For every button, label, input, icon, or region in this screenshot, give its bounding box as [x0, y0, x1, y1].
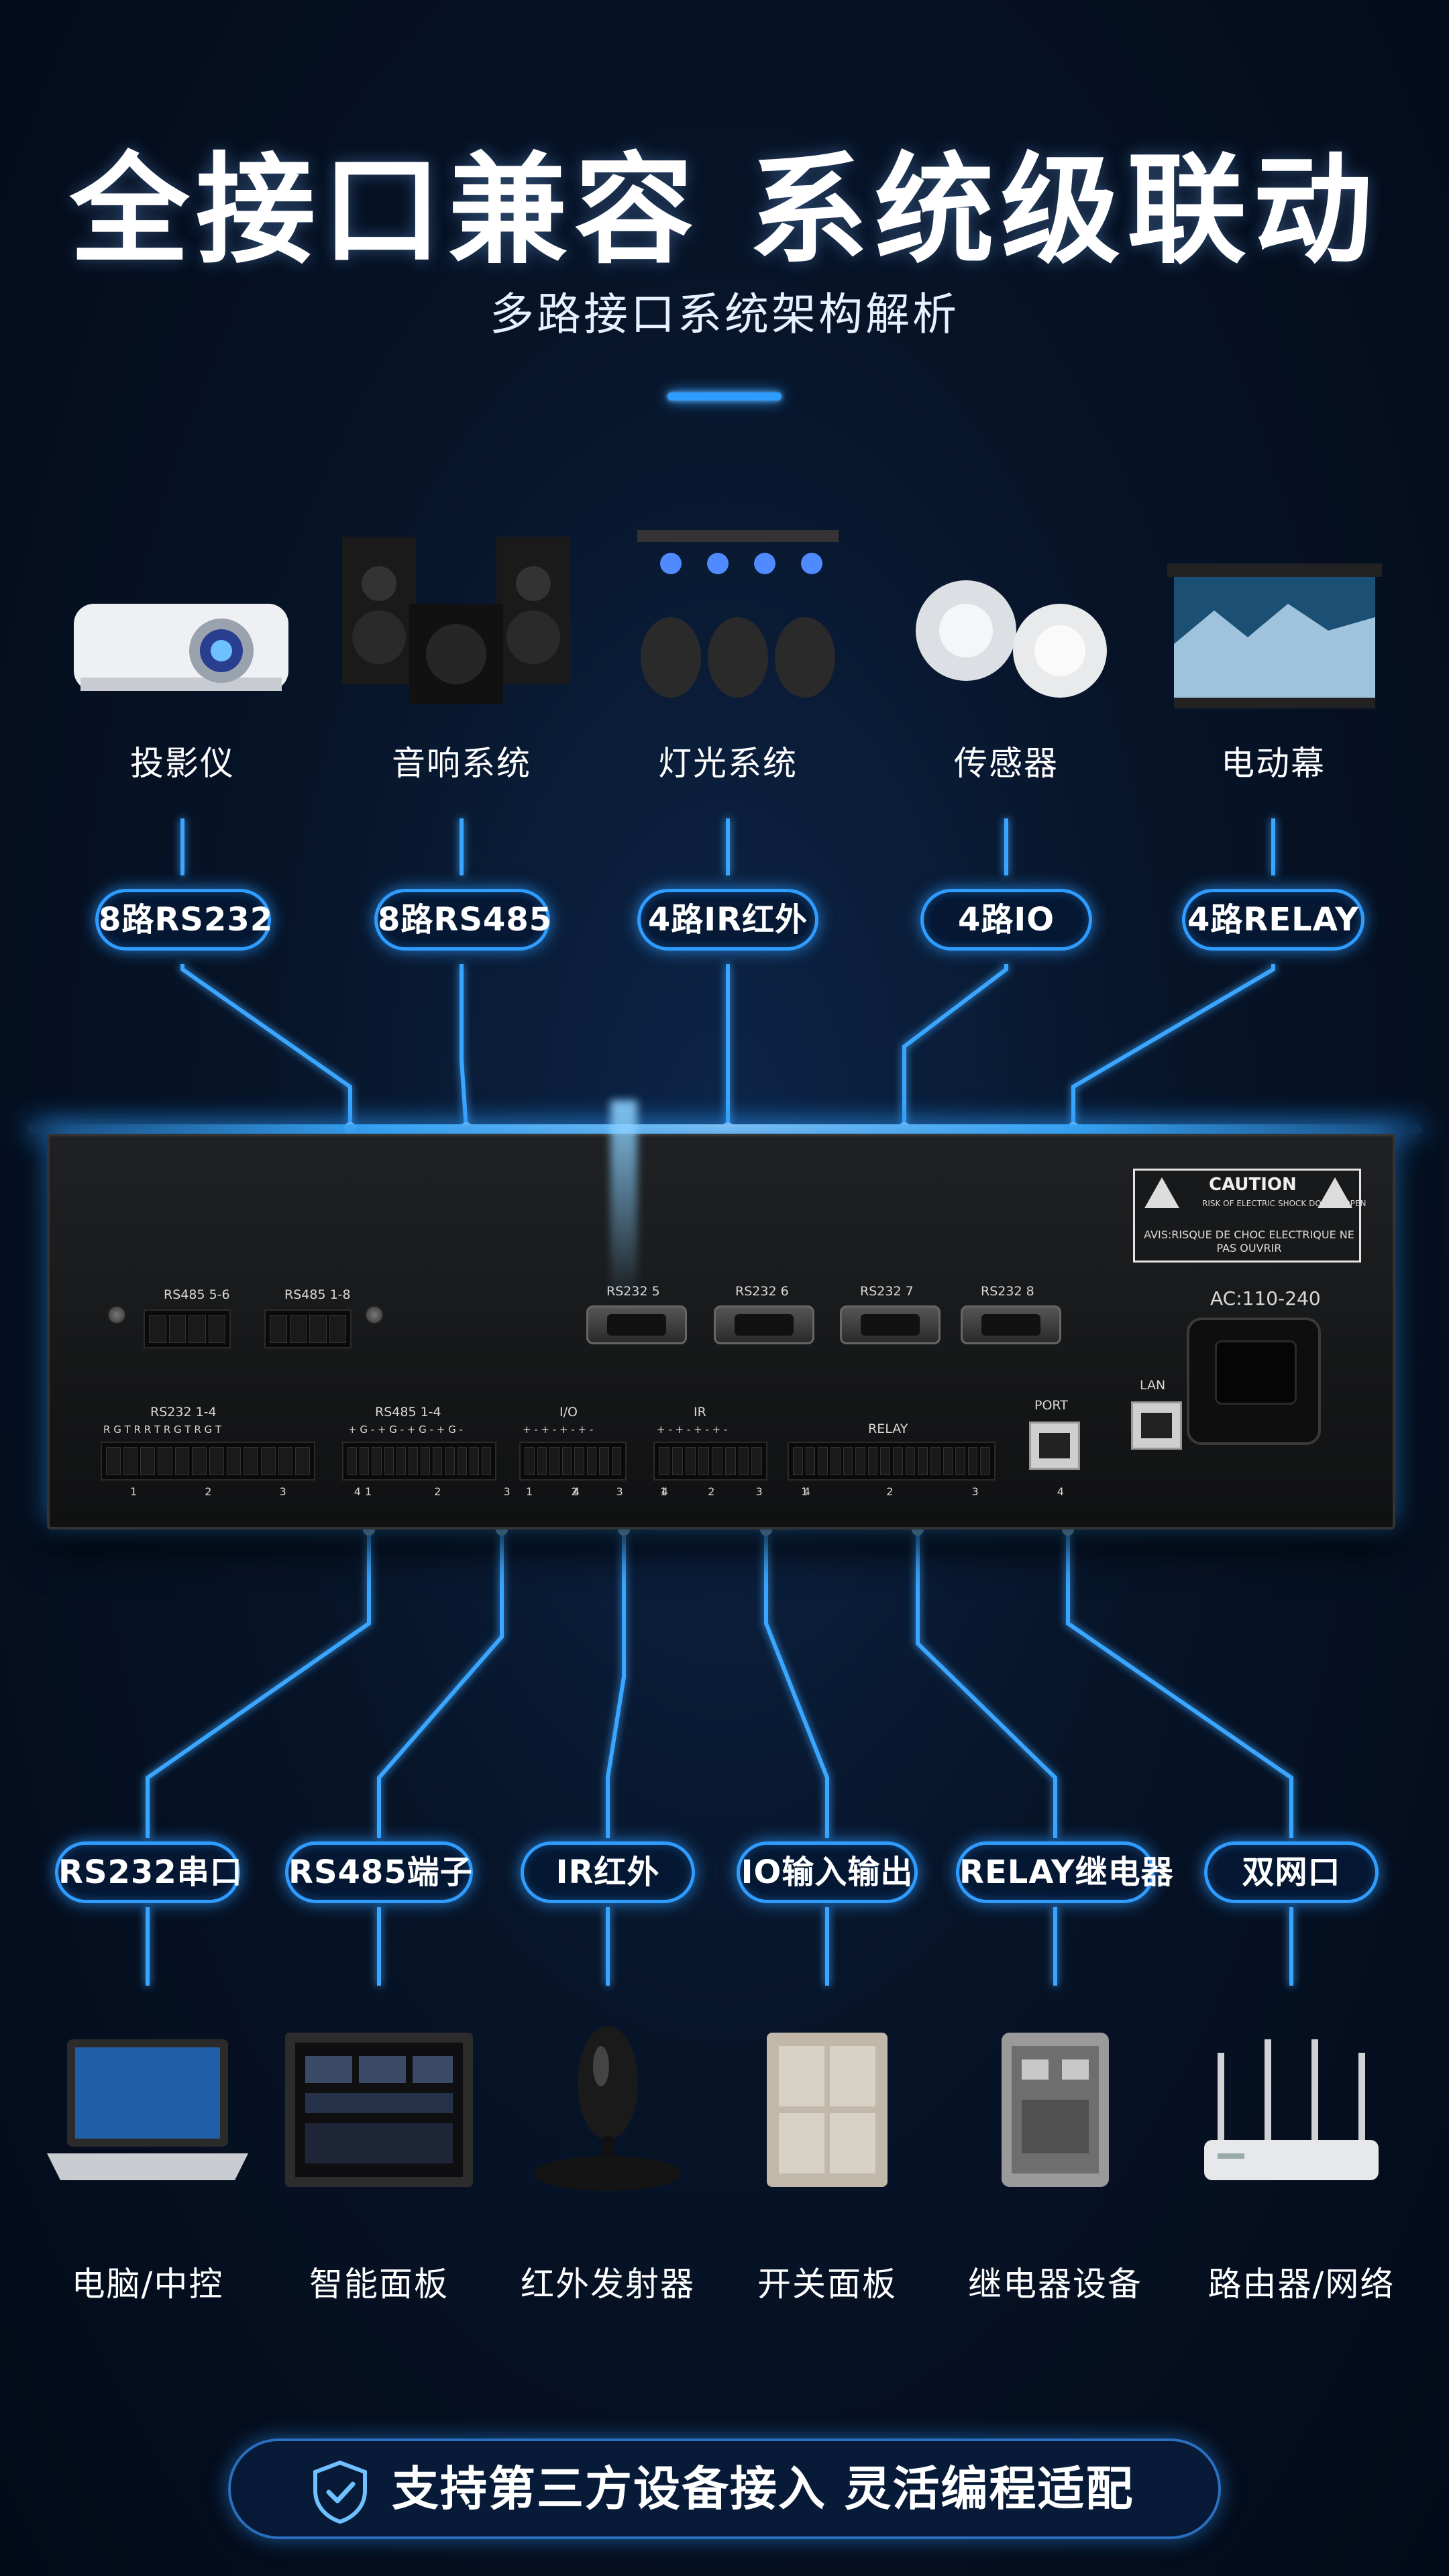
title-accent-line: [667, 392, 782, 400]
rs485-14-terminal: [342, 1442, 496, 1481]
ir-pin-labels: + - + - + - + -: [657, 1424, 728, 1436]
group-marks: 1 2 3 4: [801, 1485, 1102, 1498]
rs232-6-port: [714, 1305, 814, 1344]
speaker-icon: [342, 530, 570, 718]
port-label-io: I/O: [559, 1405, 578, 1419]
ir-emitter-icon: [494, 2019, 722, 2207]
port-label-rs232-8: RS232 8: [981, 1284, 1034, 1299]
ethernet-port-icon: [1131, 1401, 1182, 1450]
top-interface-pill: 4路IO: [920, 889, 1092, 951]
warning-triangle-icon: [1144, 1177, 1179, 1208]
ac-voltage-label: AC:110-240: [1210, 1287, 1321, 1309]
top-device-label: 投影仪: [130, 744, 235, 783]
top-interface-pill: 8路RS232: [95, 889, 272, 951]
bottom-device-label: 电脑/中控: [71, 2265, 224, 2304]
controller-rear-panel: RS485 5-6 RS485 1-8 RS232 5 RS232 6 RS23…: [47, 1134, 1395, 1529]
panel-top-glow: [27, 1124, 1422, 1134]
bottom-interface-pill: RS485端子: [285, 1841, 473, 1903]
top-interface-pill: 8路RS485: [374, 889, 551, 951]
top-device-label: 音响系统: [392, 744, 531, 783]
rs232-5-port: [586, 1305, 687, 1344]
banner-text: 支持第三方设备接入 灵活编程适配: [392, 2461, 1134, 2516]
switch-panel-icon: [713, 2019, 941, 2207]
panel-light-beam: [610, 1100, 637, 1301]
relay-module-icon: [941, 2019, 1169, 2207]
group-marks: 1 2 3 4: [526, 1485, 686, 1498]
bottom-device-label: 红外发射器: [521, 2265, 695, 2304]
smart-panel-icon: [265, 2019, 493, 2207]
bottom-device-label: 继电器设备: [968, 2265, 1142, 2304]
ethernet-port-icon: [1029, 1421, 1080, 1470]
panel-screw: [107, 1305, 126, 1324]
warning-triangle-icon: [1318, 1177, 1352, 1208]
io-terminal: [519, 1442, 627, 1481]
port-label-rs485-56: RS485 5-6: [164, 1287, 230, 1302]
page-title: 全接口兼容 系统级联动: [70, 141, 1379, 280]
port-label-port: PORT: [1034, 1398, 1068, 1413]
caution-title: CAUTION: [1209, 1175, 1297, 1195]
bottom-interface-pill: IR红外: [521, 1841, 695, 1903]
port-label-rs232-14: RS232 1-4: [150, 1405, 217, 1419]
bottom-device-label: 智能面板: [309, 2265, 449, 2304]
bottom-device-label: 开关面板: [757, 2265, 897, 2304]
relay-terminal: [788, 1442, 996, 1481]
io-pin-labels: + - + - + - + -: [523, 1424, 594, 1436]
top-device-label: 传感器: [954, 744, 1059, 783]
bottom-device-label: 路由器/网络: [1208, 2265, 1395, 2304]
group-marks: 1 2 3 4: [660, 1485, 829, 1498]
rs232-8-port: [961, 1305, 1061, 1344]
ir-terminal: [653, 1442, 767, 1481]
port-label-rs232-6: RS232 6: [735, 1284, 789, 1299]
top-device-label: 电动幕: [1221, 744, 1326, 783]
rs485-18-terminal: [264, 1309, 352, 1348]
router-icon: [1177, 2019, 1405, 2207]
top-device-label: 灯光系统: [658, 744, 798, 783]
bottom-interface-pill: 双网口: [1204, 1841, 1379, 1903]
bottom-interface-pill: IO输入输出: [737, 1841, 918, 1903]
port-label-relay: RELAY: [868, 1421, 908, 1436]
projection-screen-icon: [1161, 550, 1389, 738]
rs232-pin-labels: R G T R R T R G T R G T: [103, 1424, 222, 1436]
shield-check-icon: [313, 2460, 367, 2524]
rs485-pin-labels: + G - + G - + G - + G -: [348, 1424, 463, 1436]
top-interface-pill: 4路RELAY: [1182, 889, 1364, 951]
rs485-56-terminal: [144, 1309, 231, 1348]
sensor-icon: [899, 550, 1127, 738]
bottom-interface-pill: RS232串口: [55, 1841, 242, 1903]
port-label-rs485-14: RS485 1-4: [375, 1405, 441, 1419]
port-label-lan: LAN: [1140, 1378, 1166, 1393]
port-label-rs232-7: RS232 7: [860, 1284, 914, 1299]
top-interface-pill: 4路IR红外: [637, 889, 818, 951]
group-marks: 1 2 3 4: [130, 1485, 393, 1498]
panel-screw: [365, 1305, 384, 1324]
projector-icon: [67, 550, 295, 738]
rs232-7-port: [840, 1305, 941, 1344]
page-subtitle: 多路接口系统架构解析: [490, 288, 959, 340]
port-label-rs485-18: RS485 1-8: [284, 1287, 351, 1302]
stage-light-icon: [624, 523, 852, 711]
bottom-banner: 支持第三方设备接入 灵活编程适配: [228, 2438, 1221, 2539]
bottom-interface-pill: RELAY继电器: [956, 1841, 1173, 1903]
ac-power-socket: [1187, 1318, 1321, 1445]
group-marks: 1 2 3 4: [365, 1485, 609, 1498]
caution-small-text: RISK OF ELECTRIC SHOCK DO NOT OPEN: [1202, 1199, 1366, 1208]
caution-label: CAUTION RISK OF ELECTRIC SHOCK DO NOT OP…: [1133, 1169, 1366, 1263]
laptop-icon: [34, 2019, 262, 2207]
caution-french-text: AVIS:RISQUE DE CHOC ELECTRIQUE NE PAS OU…: [1144, 1228, 1354, 1254]
rs232-14-terminal: [101, 1442, 315, 1481]
port-label-ir: IR: [694, 1405, 706, 1419]
